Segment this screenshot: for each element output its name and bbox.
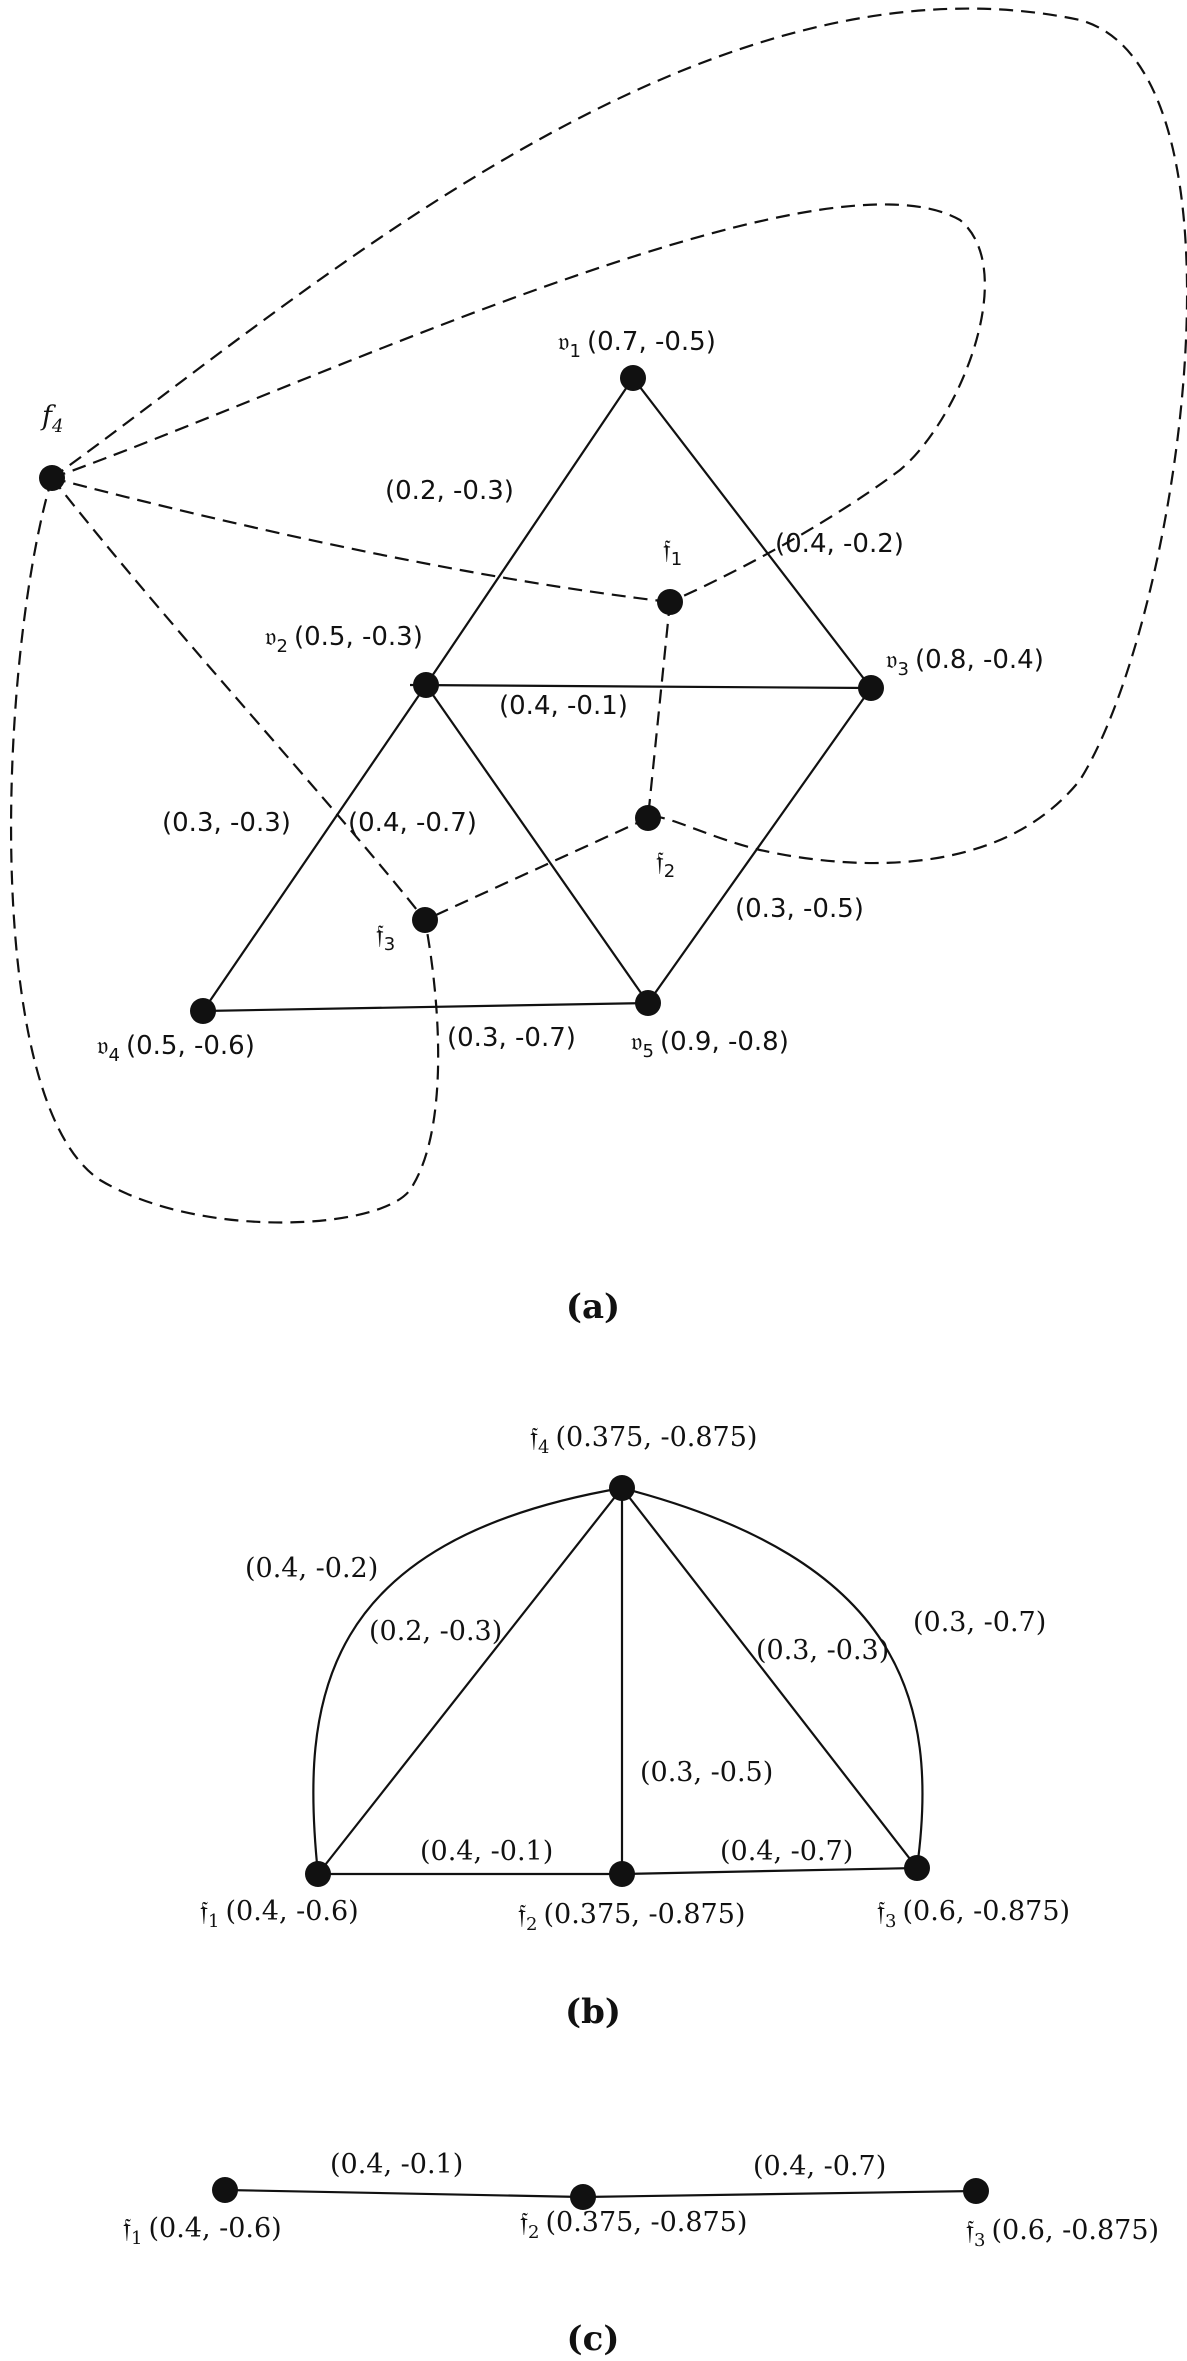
node-v3 [858, 675, 884, 701]
label-f4: 𝔣4(0.375, -0.875) [530, 1422, 757, 1458]
panel-c: 𝔣1(0.4, -0.6) 𝔣2(0.375, -0.875) 𝔣3(0.6, … [123, 2149, 1159, 2359]
label-f1: 𝔣1(0.4, -0.6) [200, 1896, 359, 1932]
dual-edge-f4-f1 [51, 476, 671, 604]
caption-b: (b) [565, 1992, 621, 2032]
edge-label-f2-f4: (0.3, -0.5) [640, 1757, 773, 1788]
edge-label-f1-f4-curve: (0.4, -0.2) [245, 1553, 378, 1584]
node-f1 [212, 2177, 238, 2203]
edge-f3-f4 [621, 1487, 918, 1869]
edge-f1-f2 [224, 2188, 584, 2199]
edge-label-v2-v4: (0.3, -0.3) [162, 808, 291, 838]
edge-label-v2-v5: (0.4, -0.7) [348, 808, 477, 838]
edge-v3-v5 [647, 687, 872, 1004]
label-v5: 𝔳5(0.9, -0.8) [631, 1027, 789, 1062]
node-v4 [190, 998, 216, 1024]
edge-f1-f4-curve [312, 1486, 623, 1875]
node-f3 [963, 2178, 989, 2204]
edge-f2-f3 [621, 1866, 918, 1876]
edge-label-v1-v2: (0.2, -0.3) [385, 476, 514, 506]
dual-edge-f4-inner-loop [51, 203, 986, 604]
caption-c: (c) [567, 2319, 620, 2359]
node-f1 [657, 589, 683, 615]
edge-label-f2-f3: (0.4, -0.7) [753, 2151, 886, 2182]
panel-b: 𝔣4(0.375, -0.875) 𝔣1(0.4, -0.6) 𝔣2(0.375… [200, 1422, 1070, 2032]
node-f2 [609, 1861, 635, 1887]
edge-v4-v5 [202, 1001, 649, 1013]
label-v1: 𝔳1(0.7, -0.5) [558, 327, 716, 362]
label-f2: 𝔣2 [656, 847, 675, 882]
edge-label-v3-v5: (0.3, -0.5) [735, 894, 864, 924]
dual-edge-f4-f3 [51, 477, 426, 921]
edge-label-v4-v5: (0.3, -0.7) [447, 1023, 576, 1053]
edge-v2-v3 [409, 683, 872, 690]
edge-f3-f4-curve [621, 1486, 924, 1869]
node-f2 [635, 805, 661, 831]
label-v4: 𝔳4(0.5, -0.6) [97, 1031, 255, 1066]
edge-label-f1-f2: (0.4, -0.1) [420, 1836, 553, 1867]
label-v3: 𝔳3(0.8, -0.4) [886, 645, 1044, 680]
edge-label-f1-f4: (0.2, -0.3) [369, 1616, 502, 1647]
node-f3 [904, 1855, 930, 1881]
edge-v2-v5 [425, 684, 649, 1004]
edge-f1-f4 [317, 1487, 623, 1875]
edge-label-f3-f4-curve: (0.3, -0.7) [913, 1607, 1046, 1638]
edge-label-f3-f4: (0.3, -0.3) [756, 1635, 889, 1666]
edge-v1-v2 [425, 377, 634, 686]
dual-edge-f4-f3-lower-loop [9, 477, 440, 1224]
label-f1: 𝔣1 [663, 535, 682, 570]
node-v5 [635, 990, 661, 1016]
label-f3: 𝔣3(0.6, -0.875) [877, 1896, 1070, 1932]
dual-edge-f1-f2 [646, 601, 672, 819]
dual-edge-f4-outer-loop [51, 7, 1187, 865]
label-f3: 𝔣3 [376, 920, 395, 955]
label-v2: 𝔳2(0.5, -0.3) [265, 622, 423, 657]
edge-label-f2-f3: (0.4, -0.7) [720, 1836, 853, 1867]
dual-edge-f2-f3 [424, 816, 649, 922]
edge-label-v1-v3: (0.4, -0.2) [775, 529, 904, 559]
edge-f2-f3 [582, 2189, 977, 2199]
edge-v2-v4 [202, 684, 427, 1012]
node-v1 [620, 365, 646, 391]
node-f4 [609, 1475, 635, 1501]
label-f1: 𝔣1(0.4, -0.6) [123, 2213, 282, 2249]
label-f3: 𝔣3(0.6, -0.875) [966, 2215, 1159, 2251]
edge-v1-v3 [632, 377, 872, 689]
node-f2 [570, 2184, 596, 2210]
panel-a: 𝔳1(0.7, -0.5) 𝔳2(0.5, -0.3) 𝔳3(0.8, -0.4… [9, 7, 1187, 1327]
edge-label-v2-v3: (0.4, -0.1) [499, 691, 628, 721]
label-f2: 𝔣2(0.375, -0.875) [520, 2207, 747, 2243]
edge-label-f1-f2: (0.4, -0.1) [330, 2149, 463, 2180]
caption-a: (a) [566, 1287, 620, 1327]
node-f4 [39, 465, 65, 491]
node-v2 [413, 672, 439, 698]
node-f1 [305, 1861, 331, 1887]
node-f3 [412, 907, 438, 933]
label-f2: 𝔣2(0.375, -0.875) [518, 1899, 745, 1935]
label-f4: f4 [40, 401, 63, 437]
